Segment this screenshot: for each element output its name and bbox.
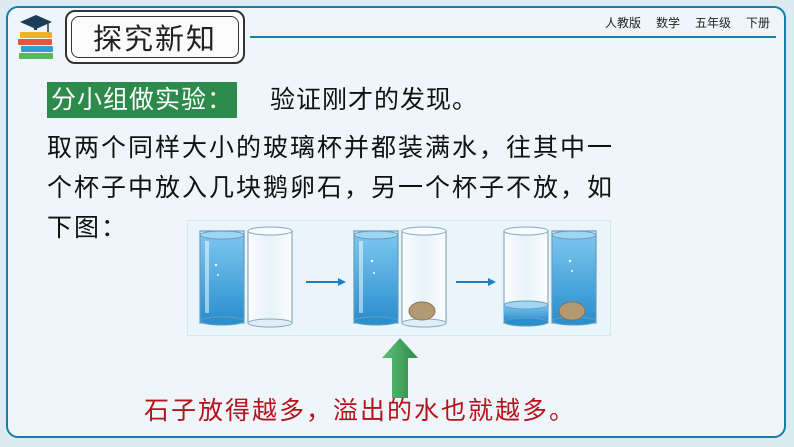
glass-full-water <box>353 230 399 326</box>
glass-low-water <box>503 226 549 327</box>
arrow-right-icon <box>456 278 496 286</box>
experiment-illustration <box>187 220 611 336</box>
paragraph-line: 取两个同样大小的玻璃杯并都装满水，往其中一 <box>47 133 615 162</box>
glass-full-water <box>199 230 245 326</box>
meta-volume: 下册 <box>745 16 770 30</box>
arrow-right-icon <box>306 278 346 286</box>
conclusion-text: 石子放得越多，溢出的水也就越多。 <box>144 396 577 425</box>
books-with-graduation-cap-icon <box>18 15 53 59</box>
glass-with-stones <box>401 226 447 328</box>
pebble <box>558 301 586 321</box>
page-title: 探究新知 <box>71 16 239 58</box>
task-text: 验证刚才的发现。 <box>270 85 479 114</box>
textbook-meta: 人教版 数学 五年级 下册 <box>605 14 770 31</box>
instruction-paragraph: 取两个同样大小的玻璃杯并都装满水，往其中一 个杯子中放入几块鹅卵石，另一个杯子不… <box>47 128 747 248</box>
glass-empty <box>247 226 293 328</box>
paragraph-line: 个杯子中放入几块鹅卵石，另一个杯子不放，如 <box>47 173 615 202</box>
meta-subject: 数学 <box>655 16 680 30</box>
pebble <box>408 301 436 321</box>
glass-water-with-stones <box>551 230 597 326</box>
header-divider <box>250 36 776 38</box>
meta-publisher: 人教版 <box>604 16 641 30</box>
meta-grade: 五年级 <box>694 16 731 30</box>
paragraph-line: 下图： <box>47 213 129 242</box>
section-title-box: 探究新知 <box>65 10 245 64</box>
task-tag: 分小组做实验： <box>47 82 238 118</box>
experiment-svg <box>199 226 597 328</box>
arrow-up-icon <box>382 338 418 398</box>
